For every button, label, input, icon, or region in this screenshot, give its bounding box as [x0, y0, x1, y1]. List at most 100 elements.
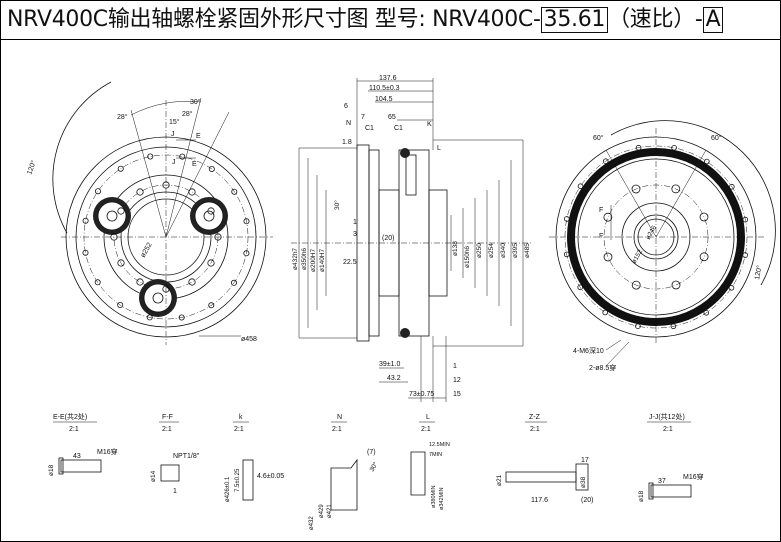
bolt-hole: [602, 309, 608, 316]
bolt-hole: [671, 184, 681, 194]
bolt-hole: [703, 309, 710, 316]
svg-text:2:1: 2:1: [162, 426, 172, 433]
section-e-top: E: [196, 133, 201, 140]
svg-text:43: 43: [73, 453, 81, 460]
front-bolt-holes: [82, 153, 250, 321]
side-view: 137.6 110.5±0.3 104.5 65 6 7 C1 C1 N K L…: [291, 75, 531, 402]
dim-104.5: 104.5: [375, 96, 393, 103]
planet-gear-right: [190, 197, 228, 235]
dim-1.8: 1.8: [342, 139, 352, 146]
chamfer-c1-a: C1: [365, 125, 374, 132]
bolt-hole: [631, 184, 641, 194]
ratio-box: 35.61: [540, 7, 609, 33]
dim-65: 65: [388, 114, 396, 121]
variant-box: A: [702, 7, 724, 33]
bolt-hole: [602, 158, 609, 164]
dim-ø340: ø340: [500, 243, 507, 258]
svg-text:ø14: ø14: [150, 470, 157, 482]
detail-n-mark: N: [346, 120, 351, 127]
dim-ø254: ø254: [488, 243, 495, 258]
detail-scale: 2:1: [69, 426, 79, 433]
svg-text:M16穿: M16穿: [97, 447, 118, 456]
bolt-hole: [631, 280, 641, 290]
bolt-hole: [703, 158, 710, 165]
bolt-hole: [230, 279, 237, 286]
svg-text:ø380MIN: ø380MIN: [431, 485, 437, 508]
bolt-hole: [671, 145, 677, 151]
svg-text:ø432: ø432: [309, 516, 315, 530]
section-j-top: J: [171, 131, 175, 138]
svg-text:ø21: ø21: [496, 474, 503, 486]
detail-z-z: Z-Z 2:1 17 ø21 ø38 117.6 (20): [496, 414, 593, 504]
section-f-top: F: [599, 207, 603, 214]
svg-text:2:1: 2:1: [332, 426, 342, 433]
svg-text:ø18: ø18: [48, 464, 55, 476]
bolt-hole: [670, 323, 677, 330]
svg-text:ø38: ø38: [580, 476, 587, 488]
angle-120: 120°: [25, 159, 38, 176]
detail-f-f: F-F 2:1 NPT1/8" ø14 1: [150, 414, 200, 495]
bolt-hole: [635, 144, 642, 151]
dim-ø140H7: ø140H7: [319, 248, 326, 272]
dim-110.5: 110.5±0.3: [369, 85, 400, 92]
section-e-bottom: E: [192, 161, 197, 168]
svg-text:L: L: [426, 414, 430, 421]
front-angle-arc: [130, 101, 202, 116]
bolt-hole: [563, 216, 570, 222]
detail-e-e: E-E(共2处) 2:1 43 M16穿 ø18: [48, 412, 118, 476]
bolt-hole: [208, 166, 215, 173]
bolt-hole: [603, 252, 613, 262]
rear-angle-ray-1: [605, 149, 657, 238]
detail-views: E-E(共2处) 2:1 43 M16穿 ø18 F-F 2:1 NPT1/8"…: [48, 412, 704, 530]
bolt-hole: [95, 188, 102, 195]
bolt-hole: [671, 280, 681, 290]
dim-ø152: ø152: [631, 248, 645, 265]
dim-137.6: 137.6: [379, 75, 397, 82]
detail-l-mark: L: [437, 145, 441, 152]
svg-text:M16穿: M16穿: [683, 472, 704, 481]
bolt-hole: [635, 323, 641, 330]
page-title: NRV400C输出轴螺栓紧固外形尺寸图 型号: NRV400C-35.61（速比…: [7, 6, 724, 34]
dim-ø252: ø252: [140, 242, 154, 259]
detail-j-j: J-J(共12处) 2:1 37 M16穿 ø18: [638, 412, 704, 502]
svg-text:(7): (7): [367, 449, 376, 456]
dim-1-bottom: 1: [453, 363, 457, 370]
front-angle-ray-2: [165, 111, 230, 238]
svg-text:7.5±0.25: 7.5±0.25: [235, 468, 241, 492]
ratio-label: （速比）-: [608, 7, 703, 32]
angle-28-a: 28°: [182, 110, 193, 118]
dim-ø250: ø250: [476, 243, 483, 258]
dim-ø395: ø395: [512, 243, 519, 258]
tap-4-m6: 4-M6深10: [573, 346, 604, 355]
dim-ø138: ø138: [452, 241, 459, 256]
chamfer-c1-b: C1: [394, 125, 403, 132]
bolt-hole: [728, 183, 735, 190]
dim-22.5: 22.5: [343, 259, 357, 266]
bolt-hole: [603, 212, 613, 222]
svg-text:(20): (20): [581, 497, 593, 504]
svg-text:2:1: 2:1: [663, 426, 673, 433]
rear-bolt-holes: [563, 144, 749, 330]
section-j-bottom: J: [172, 159, 176, 166]
svg-text:NPT1/8": NPT1/8": [173, 453, 200, 460]
planet-gear-bottom: [139, 279, 177, 317]
detail-title: E-E(共2处): [53, 412, 87, 421]
rear-angle-60-a: 60°: [593, 134, 604, 142]
dim-ø200H7: ø200H7: [310, 248, 317, 272]
bolt-hole: [147, 153, 154, 160]
bolt-hole: [563, 251, 570, 258]
bolt-hole: [699, 212, 709, 222]
dim-ø485: ø485: [524, 243, 531, 258]
rear-angle-60-b: 60°: [711, 134, 722, 142]
svg-text:17: 17: [581, 457, 589, 464]
hole-2-ø8.5: 2-ø8.5穿: [589, 363, 616, 372]
dim-3: 3: [353, 231, 357, 238]
dim-ø458: ø458: [241, 336, 257, 343]
detail-k-mark: K: [427, 121, 432, 128]
bolt-hole: [117, 207, 125, 215]
front-angle-ray-3: [130, 109, 167, 238]
svg-text:Z-Z: Z-Z: [529, 414, 541, 421]
bolt-hole: [188, 278, 196, 286]
front-view: 30° 28° 28° 15° 120° J E J E ø252 ø458: [25, 81, 273, 345]
dim-7: 7: [361, 114, 365, 121]
